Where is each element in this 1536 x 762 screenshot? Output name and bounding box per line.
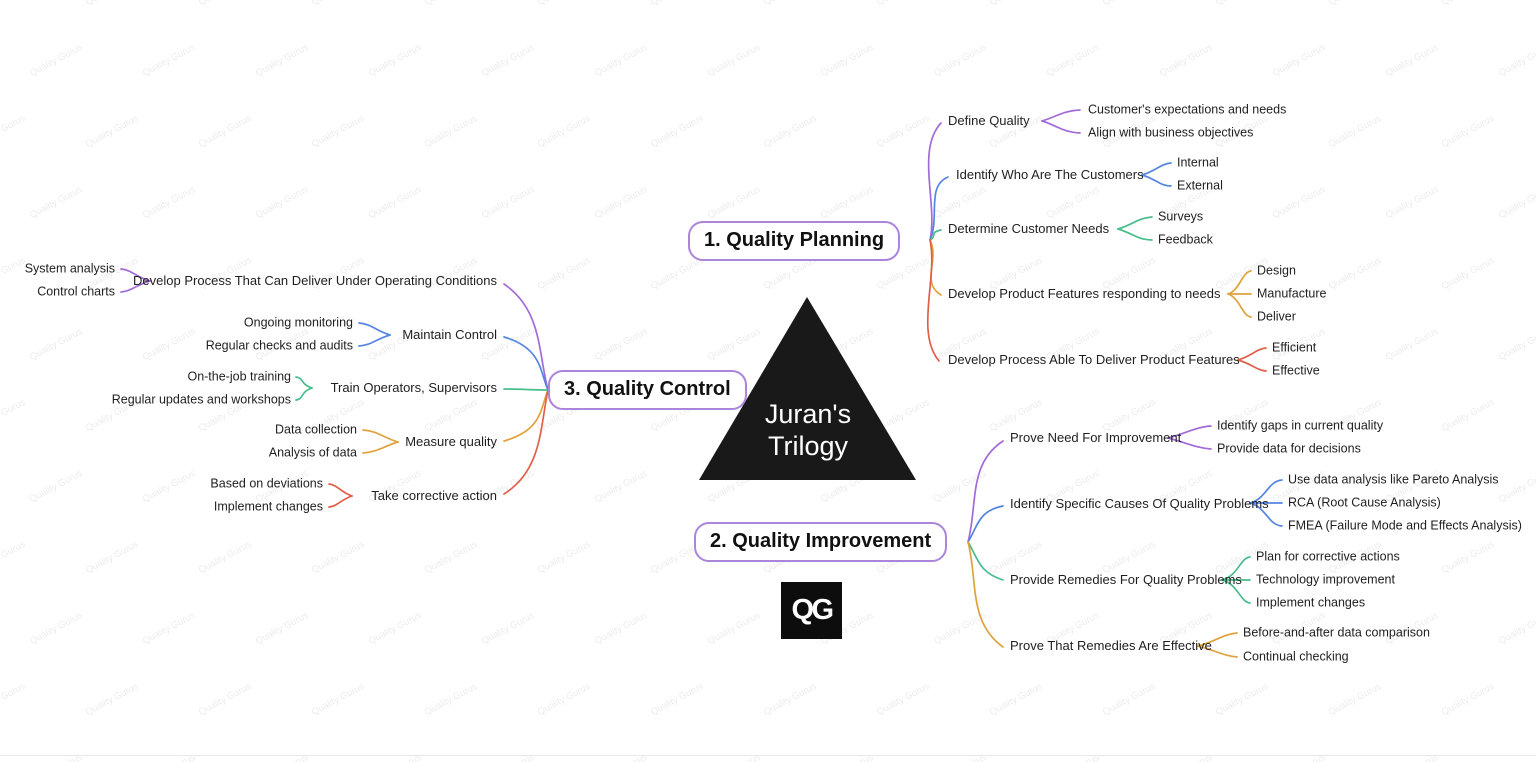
branch-curve — [295, 387, 313, 401]
topic-node[interactable]: Identify Who Are The Customers — [956, 167, 1144, 183]
branch-curve — [120, 268, 151, 282]
branch-curve — [1167, 425, 1212, 439]
subtopic-node[interactable]: Implement changes — [213, 499, 323, 514]
branch-box-quality-planning[interactable]: 1. Quality Planning — [688, 221, 901, 261]
branch-curve — [927, 122, 942, 241]
topic-node[interactable]: Develop Process That Can Deliver Under O… — [133, 273, 497, 289]
branch-curve — [295, 376, 313, 389]
branch-curve — [967, 440, 1004, 543]
subtopic-node[interactable]: Feedback — [1158, 232, 1213, 247]
branch-curve — [503, 336, 549, 391]
topic-node[interactable]: Prove That Remedies Are Effective — [1010, 638, 1212, 654]
branch-curve — [967, 541, 1004, 581]
branch-curve — [362, 429, 399, 443]
branch-curve — [503, 389, 549, 495]
subtopic-node[interactable]: Effective — [1272, 363, 1320, 378]
subtopic-node[interactable]: Identify gaps in current quality — [1217, 418, 1384, 433]
branch-curve — [1167, 437, 1212, 450]
subtopic-node[interactable]: On-the-job training — [187, 369, 291, 384]
branch-curve — [1237, 359, 1267, 372]
bottom-edge-line — [0, 755, 1536, 756]
subtopic-node[interactable]: Based on deviations — [210, 476, 323, 491]
branch-curve — [328, 495, 353, 508]
subtopic-node[interactable]: Manufacture — [1257, 286, 1327, 301]
subtopic-node[interactable]: Plan for corrective actions — [1256, 549, 1400, 564]
branch-curve — [1249, 502, 1283, 527]
subtopic-node[interactable]: Data collection — [275, 422, 357, 437]
branch-curve — [1227, 293, 1252, 318]
branch-curve — [120, 280, 151, 293]
subtopic-node[interactable]: Internal — [1177, 155, 1219, 170]
branch-box-quality-control[interactable]: 3. Quality Control — [548, 370, 747, 410]
quality-gurus-logo: QG — [781, 582, 842, 639]
subtopic-node[interactable]: Provide data for decisions — [1217, 441, 1361, 456]
branch-curve — [1041, 109, 1081, 122]
subtopic-node[interactable]: Design — [1257, 263, 1296, 278]
subtopic-node[interactable]: FMEA (Failure Mode and Effects Analysis) — [1288, 518, 1522, 533]
subtopic-node[interactable]: Efficient — [1272, 340, 1317, 355]
branch-curve — [358, 322, 391, 336]
subtopic-node[interactable]: Regular checks and audits — [205, 338, 353, 353]
branch-curve — [929, 176, 949, 241]
subtopic-node[interactable]: Ongoing monitoring — [243, 315, 353, 330]
topic-node[interactable]: Measure quality — [405, 434, 497, 450]
branch-curve — [967, 541, 1004, 648]
topic-node[interactable]: Train Operators, Supervisors — [330, 380, 497, 396]
subtopic-node[interactable]: Control charts — [37, 284, 115, 299]
subtopic-node[interactable]: External — [1177, 178, 1223, 193]
topic-node[interactable]: Prove Need For Improvement — [1010, 430, 1182, 446]
branch-curve — [503, 389, 549, 442]
branch-box-quality-improvement[interactable]: 2. Quality Improvement — [694, 522, 948, 562]
branch-curve — [1117, 216, 1153, 230]
topic-node[interactable]: Identify Specific Causes Of Quality Prob… — [1010, 496, 1269, 512]
subtopic-node[interactable]: System analysis — [24, 261, 115, 276]
branch-curve — [1117, 228, 1153, 241]
topic-node[interactable]: Maintain Control — [402, 327, 497, 343]
branch-curve — [929, 229, 942, 241]
subtopic-node[interactable]: Deliver — [1257, 309, 1296, 324]
center-triangle[interactable] — [699, 297, 916, 480]
subtopic-node[interactable]: Align with business objectives — [1088, 125, 1254, 140]
branch-curve — [926, 239, 940, 362]
subtopic-node[interactable]: Analysis of data — [268, 445, 357, 460]
branch-curve — [503, 283, 549, 391]
branch-curve — [358, 334, 391, 347]
subtopic-node[interactable]: Continual checking — [1243, 649, 1349, 664]
branch-curve — [1221, 579, 1251, 604]
branch-curve — [362, 441, 399, 454]
subtopic-node[interactable]: Customer's expectations and needs — [1088, 102, 1287, 117]
center-node-title[interactable]: Juran's Trilogy — [713, 398, 903, 463]
subtopic-node[interactable]: Technology improvement — [1256, 572, 1395, 587]
subtopic-node[interactable]: Use data analysis like Pareto Analysis — [1288, 472, 1499, 487]
topic-node[interactable]: Define Quality — [948, 113, 1030, 129]
branch-curve — [1249, 479, 1283, 504]
subtopic-node[interactable]: Implement changes — [1256, 595, 1366, 610]
center-title-line2: Trilogy — [767, 431, 848, 462]
branch-curve — [1197, 632, 1238, 647]
branch-curve — [1141, 174, 1172, 187]
topic-node[interactable]: Develop Product Features responding to n… — [948, 286, 1221, 302]
branch-curve — [1221, 556, 1251, 581]
branch-curve — [1041, 120, 1081, 134]
topic-node[interactable]: Determine Customer Needs — [948, 221, 1110, 237]
subtopic-node[interactable]: RCA (Root Cause Analysis) — [1288, 495, 1441, 510]
center-title-line1: Juran's — [764, 399, 852, 429]
topic-node[interactable]: Provide Remedies For Quality Problems — [1010, 572, 1242, 588]
subtopic-node[interactable]: Before-and-after data comparison — [1243, 625, 1430, 640]
branch-curve — [1141, 162, 1172, 176]
topic-node[interactable]: Take corrective action — [371, 488, 497, 504]
branch-curve — [503, 388, 549, 391]
branch-curve — [328, 483, 353, 497]
logo-text: QG — [791, 594, 834, 626]
branch-curve — [1227, 270, 1252, 295]
branch-curve — [967, 505, 1004, 543]
branch-curve — [1197, 645, 1238, 658]
topic-node[interactable]: Develop Process Able To Deliver Product … — [948, 352, 1240, 368]
subtopic-node[interactable]: Surveys — [1158, 209, 1204, 224]
subtopic-node[interactable]: Regular updates and workshops — [111, 392, 291, 407]
branch-curve — [1237, 347, 1267, 361]
